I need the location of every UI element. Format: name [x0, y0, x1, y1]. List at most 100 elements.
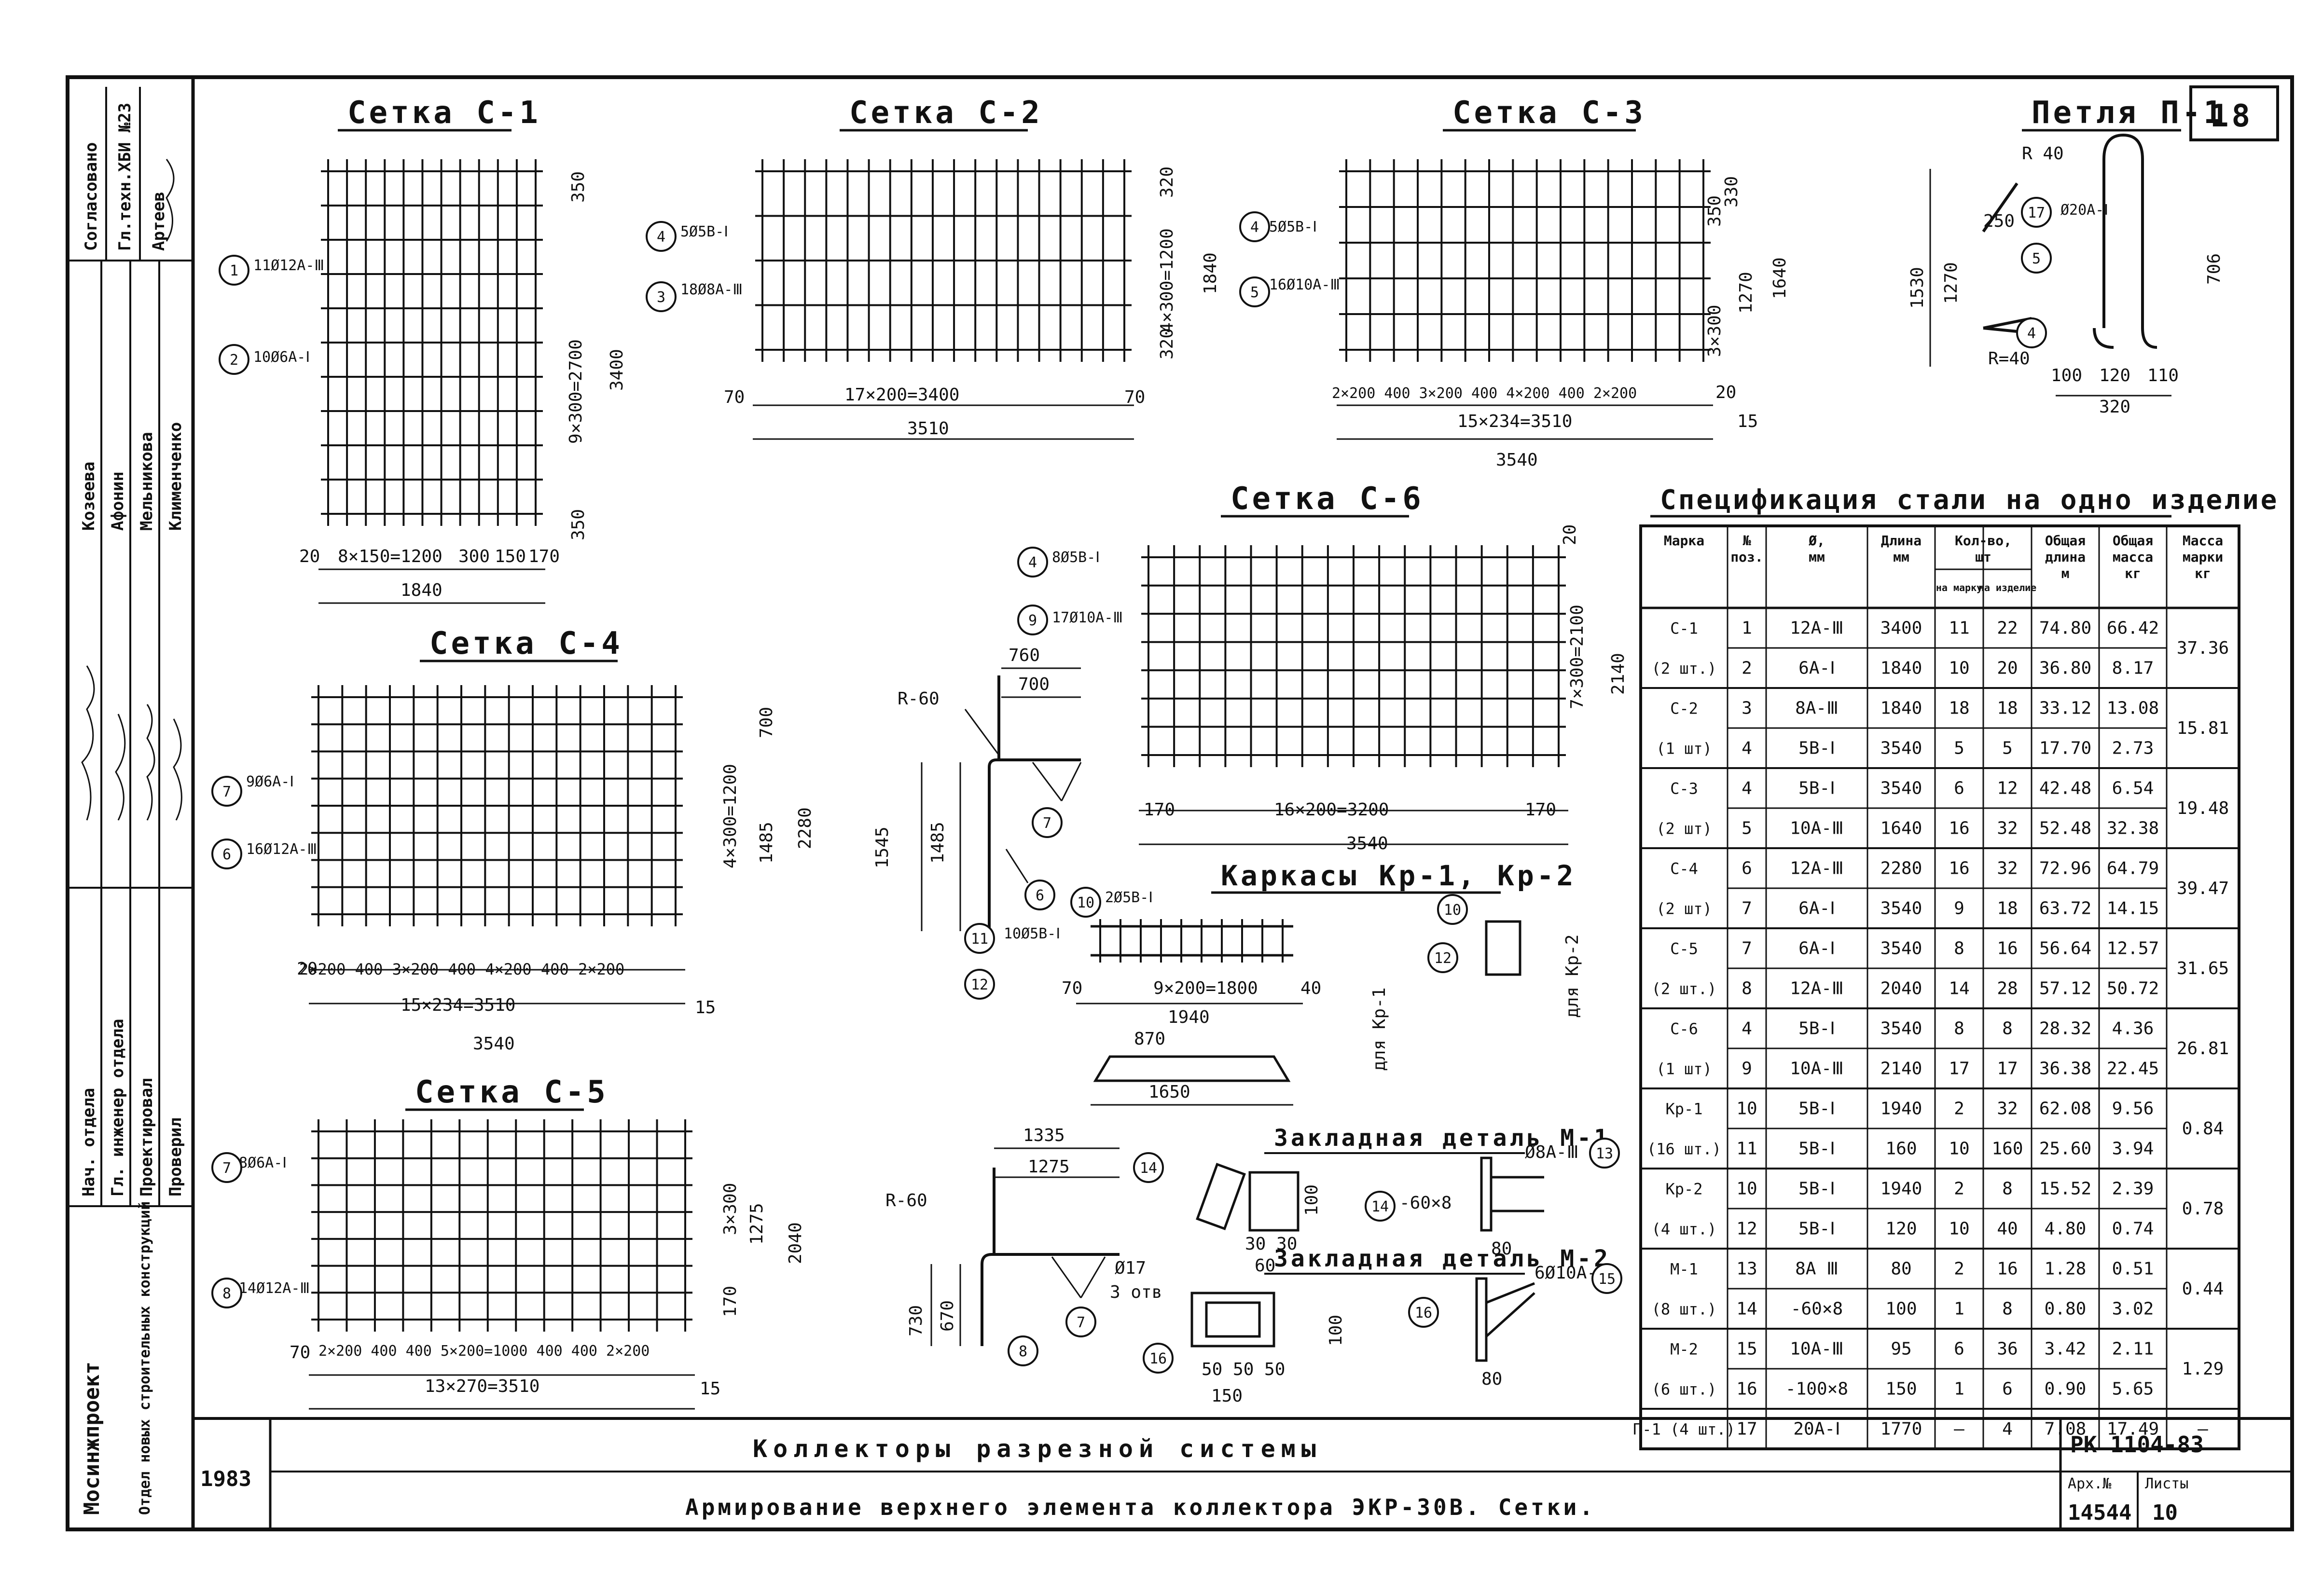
spec-table-cell: 4.36 — [2112, 1019, 2154, 1039]
spec-table-cell: 19.48 — [2177, 798, 2229, 818]
mesh-c1-dim-total: 1840 — [401, 580, 442, 600]
mesh-c1-dim-bottom: 8×150=1200 — [338, 547, 442, 566]
spec-table-cell: 20А-Ⅰ — [1793, 1419, 1840, 1439]
mesh-c1: Сетка С-1 11Ø12А-Ⅲ 10Ø6А-Ⅰ 8×150=1200 20… — [253, 95, 627, 604]
spec-table-cell: 17 — [1949, 1059, 1969, 1079]
mesh-c6-title: Сетка С-6 — [1231, 481, 1424, 517]
frames-kr-for2: для Кр-2 — [1562, 935, 1582, 1018]
position-callout-number: 16 — [1415, 1305, 1432, 1321]
spec-table-cell: 42.48 — [2039, 779, 2091, 798]
mesh-c2-dim-v1: 320 — [1157, 166, 1177, 198]
mesh-c3-dim-v4: 1270 — [1736, 272, 1756, 314]
spec-table-cell: 14 — [1949, 979, 1969, 999]
mesh-c1-dim-v2: 9×300=2700 — [566, 339, 586, 444]
stamp-role-1: Козеева — [79, 462, 98, 531]
mesh-c3: Сетка С-3 5Ø5В-Ⅰ 16Ø10А-Ⅲ 2×200 400 3×20… — [1269, 95, 1790, 470]
frames-kr-for1: для Кр-1 — [1369, 988, 1389, 1071]
spec-table-cell: 25.60 — [2039, 1139, 2091, 1159]
position-callout-circle — [1408, 1297, 1439, 1328]
spec-table-cell: 4 — [1742, 1019, 1752, 1039]
embed-m1-d60: 60 — [1255, 1256, 1275, 1276]
spec-table-cell: -60×8 — [1791, 1299, 1843, 1319]
mesh-c2-dim-r: 70 — [1124, 387, 1145, 407]
sheet-frame — [66, 75, 2294, 1531]
spec-table-cell: 3540 — [1880, 899, 1922, 919]
spec-table-cell: 36 — [1997, 1339, 2018, 1359]
spec-table-cell: 17.49 — [2107, 1419, 2159, 1439]
spec-table-cell: 160 — [1991, 1139, 2023, 1159]
stamp-role2-3: Проектировал — [137, 1078, 156, 1197]
position-callout-circle — [1032, 807, 1063, 838]
spec-table-cell: 0.90 — [2045, 1379, 2087, 1399]
spec-table: Спецификация стали на одно изделие Марка… — [1633, 484, 2277, 1450]
position-callout-number: 6 — [1036, 887, 1044, 904]
spec-table-subheader: на марку — [1936, 582, 1982, 593]
frames-kr-pos11: 10Ø5В-Ⅰ — [1004, 925, 1060, 942]
position-callout-circle — [2021, 197, 2052, 228]
embed-m1: Закладная деталь М-1 Ø8А-Ⅲ -60×8 80 100 … — [1196, 1125, 1611, 1276]
mesh-c2-pos1: 5Ø5В-Ⅰ — [680, 223, 728, 240]
spec-table-cell: 10А-Ⅲ — [1790, 1059, 1844, 1079]
spec-table-cell: 40 — [1997, 1219, 2018, 1239]
embed-m1-title: Закладная деталь М-1 — [1274, 1125, 1611, 1152]
spec-table-cell: 6А-Ⅰ — [1798, 899, 1835, 919]
spec-table-header: м — [2061, 565, 2070, 581]
spec-table-cell: 0.80 — [2045, 1299, 2087, 1319]
bent-bar-1: R-60 760 700 1545 1485 — [872, 646, 1082, 931]
bent-bar-2-d1275: 1275 — [1028, 1157, 1070, 1177]
spec-table-cell: 160 — [1885, 1139, 1917, 1159]
spec-table-cell: 62.08 — [2039, 1099, 2091, 1119]
position-callout-number: 4 — [2027, 325, 2036, 342]
spec-table-cell: (1 шт) — [1656, 740, 1712, 758]
loop-p1-d1530: 1530 — [1908, 267, 1927, 309]
title-code: РК 1104-83 — [2070, 1431, 2204, 1458]
title-arch-no: 14544 — [2068, 1500, 2131, 1525]
position-callout-number: 14 — [1371, 1198, 1389, 1215]
mesh-c2-dim-v2: 4×300=1200 — [1157, 228, 1177, 333]
mesh-c4-dim-top: 2×200 400 3×200 400 4×200 400 2×200 — [299, 960, 624, 978]
mesh-c3-pos2: 16Ø10А-Ⅲ — [1269, 276, 1340, 293]
mesh-c1-dim-c: 150 — [495, 547, 526, 566]
mesh-c6: Сетка С-6 8Ø5В-Ⅰ 17Ø10А-Ⅲ 16×200=3200 17… — [1052, 481, 1628, 853]
spec-table-cell: (2 шт) — [1656, 820, 1712, 838]
mesh-c5-pos2: 14Ø12А-Ⅲ — [239, 1280, 310, 1297]
spec-table-cell: 1 — [1954, 1299, 1964, 1319]
position-callout-circle — [646, 221, 677, 252]
spec-table-cell: 13 — [1736, 1259, 1757, 1279]
bent-bar-2-d670: 670 — [938, 1300, 957, 1332]
position-callout-number: 1 — [230, 262, 238, 279]
frames-kr-dim-bottom: 9×200=1800 — [1153, 978, 1258, 998]
loop-p1: Петля П-1 R 40 R=40 250 Ø20А-Ⅰ 320 100 1… — [1908, 95, 2224, 417]
mesh-c5-dim-bottom: 13×270=3510 — [425, 1376, 539, 1396]
spec-table-cell: 6 — [2002, 1379, 2013, 1399]
spec-table-cell: 11 — [1949, 619, 1969, 638]
spec-table-cell: С-1 — [1670, 619, 1698, 638]
mesh-c2-dim-total: 3510 — [907, 419, 949, 439]
spec-table-cell: С-2 — [1670, 700, 1698, 718]
spec-table-header: Общая — [2113, 533, 2153, 549]
mesh-c5-dim-v1: 3×300 — [720, 1183, 740, 1235]
spec-table-cell: 2 — [1954, 1259, 1964, 1279]
spec-table-cell: 72.96 — [2039, 859, 2091, 879]
mesh-c3-dim-top: 2×200 400 3×200 400 4×200 400 2×200 — [1332, 385, 1637, 402]
mesh-c3-dim-v2: 330 — [1722, 176, 1742, 207]
spec-table-header: Длина — [1881, 533, 1922, 549]
spec-table-header: марки — [2183, 549, 2223, 565]
spec-table-cell: 0.78 — [2182, 1199, 2224, 1219]
mesh-c4-dim-v2: 1485 — [757, 822, 776, 864]
spec-table-cell: Кр-1 — [1665, 1100, 1702, 1118]
position-callout-number: 14 — [1140, 1160, 1157, 1177]
mesh-c4-dim-a: 20 — [297, 959, 318, 979]
position-callout-number: 3 — [657, 289, 665, 306]
mesh-c2: Сетка С-2 5Ø5В-Ⅰ 18Ø8А-Ⅲ 17×200=3400 70 … — [680, 95, 1220, 440]
spec-table-cell: 10 — [1736, 1099, 1757, 1119]
mesh-c6-dim-v1: 7×300=2100 — [1567, 605, 1587, 709]
mesh-c6-pos1: 8Ø5В-Ⅰ — [1052, 549, 1100, 566]
left-stamp-text: Согласовано Гл.техн.ХБИ №23 Артеев Козее… — [79, 103, 185, 1515]
embed-m1-d13: Ø8А-Ⅲ — [1525, 1142, 1579, 1162]
spec-table-cell: (8 шт.) — [1652, 1300, 1717, 1319]
spec-table-header: масса — [2113, 549, 2153, 565]
spec-table-cell: 12 — [1736, 1219, 1757, 1239]
mesh-c5: Сетка С-5 8Ø6А-Ⅰ 14Ø12А-Ⅲ 2×200 400 400 … — [239, 1074, 805, 1410]
spec-table-cell: (2 шт.) — [1652, 980, 1717, 998]
